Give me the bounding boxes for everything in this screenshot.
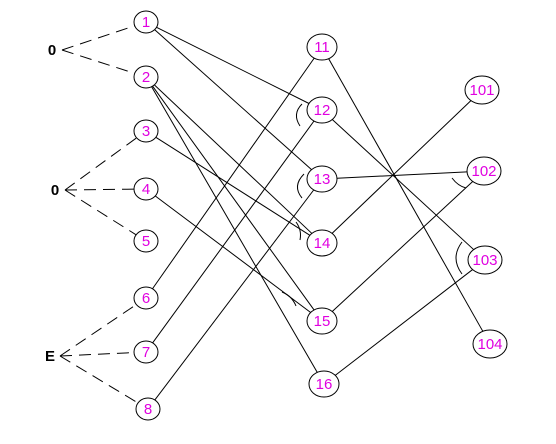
and-arc-node-13 (297, 173, 305, 199)
dashed-edge-s0b-4 (64, 188, 135, 191)
source-label-s0b: 0 (51, 182, 59, 199)
edge-1-13 (154, 29, 312, 171)
and-arc-layer (281, 103, 467, 307)
node-circle-5 (133, 229, 159, 253)
edge-8-13 (154, 189, 315, 401)
node-label-15: 15 (314, 313, 331, 330)
node-label-16: 16 (316, 376, 333, 393)
node-circle-16 (308, 370, 340, 398)
node-circle-7 (133, 340, 159, 364)
node-circle-101 (464, 75, 500, 105)
node-label-6: 6 (142, 290, 150, 307)
node-label-102: 102 (471, 163, 496, 180)
edge-layer (59, 25, 484, 404)
node-label-8: 8 (144, 401, 152, 418)
node-circle-4 (133, 177, 159, 201)
node-3: 3 (133, 119, 159, 143)
node-circle-14 (306, 229, 338, 257)
node-6: 6 (133, 286, 159, 310)
and-arc-node-14 (295, 221, 301, 241)
node-label-11: 11 (314, 39, 330, 56)
dashed-edge-sE-6 (59, 304, 137, 357)
node-circle-11 (306, 33, 338, 61)
node-8: 8 (135, 397, 161, 421)
edge-2-15 (152, 85, 315, 311)
edge-15-102 (331, 181, 474, 312)
dashed-edge-s0b-3 (64, 137, 137, 191)
node-104: 104 (472, 329, 508, 359)
node-circle-103 (467, 245, 503, 275)
dashed-edge-sE-8 (59, 355, 139, 404)
node-circle-104 (472, 329, 508, 359)
node-101: 101 (464, 75, 500, 105)
node-13: 13 (306, 165, 338, 193)
edge-13-102 (336, 171, 468, 179)
edge-2-14 (154, 84, 313, 234)
node-103: 103 (467, 245, 503, 275)
node-label-3: 3 (142, 123, 150, 140)
node-12: 12 (306, 96, 338, 124)
node-circle-1 (133, 10, 159, 34)
edge-12-103 (331, 119, 475, 250)
node-circle-102 (466, 156, 502, 186)
edge-3-14 (155, 136, 311, 236)
dashed-edge-sE-7 (59, 352, 135, 357)
and-arc-node-15 (281, 291, 297, 307)
and-arc-node-12 (296, 103, 303, 127)
node-14: 14 (306, 229, 338, 257)
node-label-14: 14 (314, 235, 331, 252)
node-11: 11 (306, 33, 338, 61)
node-circle-12 (306, 96, 338, 124)
node-15: 15 (306, 307, 338, 335)
node-label-1: 1 (142, 14, 150, 31)
edge-7-12 (152, 120, 315, 344)
node-circle-15 (306, 307, 338, 335)
dashed-edge-s0a-2 (61, 49, 135, 74)
node-label-2: 2 (142, 69, 150, 86)
edge-14-101 (331, 100, 472, 234)
node-label-103: 103 (472, 252, 497, 269)
node-label-13: 13 (314, 171, 331, 188)
node-circle-3 (133, 119, 159, 143)
node-circle-2 (133, 65, 159, 89)
node-circle-13 (306, 165, 338, 193)
node-circle-6 (133, 286, 159, 310)
node-label-5: 5 (142, 233, 150, 250)
node-label-12: 12 (314, 102, 331, 119)
node-102: 102 (466, 156, 502, 186)
dashed-edge-s0b-5 (64, 189, 137, 236)
node-label-104: 104 (477, 336, 502, 353)
edge-11-104 (328, 58, 484, 332)
node-label-4: 4 (142, 181, 150, 198)
node-label-7: 7 (142, 344, 150, 361)
edge-6-11 (152, 57, 315, 290)
edge-1-12 (156, 26, 310, 104)
node-2: 2 (133, 65, 159, 89)
node-16: 16 (308, 370, 340, 398)
source-label-sE: E (45, 348, 55, 365)
and-arc-node-102 (451, 177, 467, 189)
edge-16-103 (334, 269, 473, 376)
node-1: 1 (133, 10, 159, 34)
node-4: 4 (133, 177, 159, 201)
and-arc-node-103 (455, 241, 463, 275)
node-5: 5 (133, 229, 159, 253)
node-label-101: 101 (469, 82, 494, 99)
node-7: 7 (133, 340, 159, 364)
dashed-edge-s0a-1 (61, 25, 135, 51)
node-circle-8 (135, 397, 161, 421)
source-label-s0a: 0 (48, 42, 56, 59)
